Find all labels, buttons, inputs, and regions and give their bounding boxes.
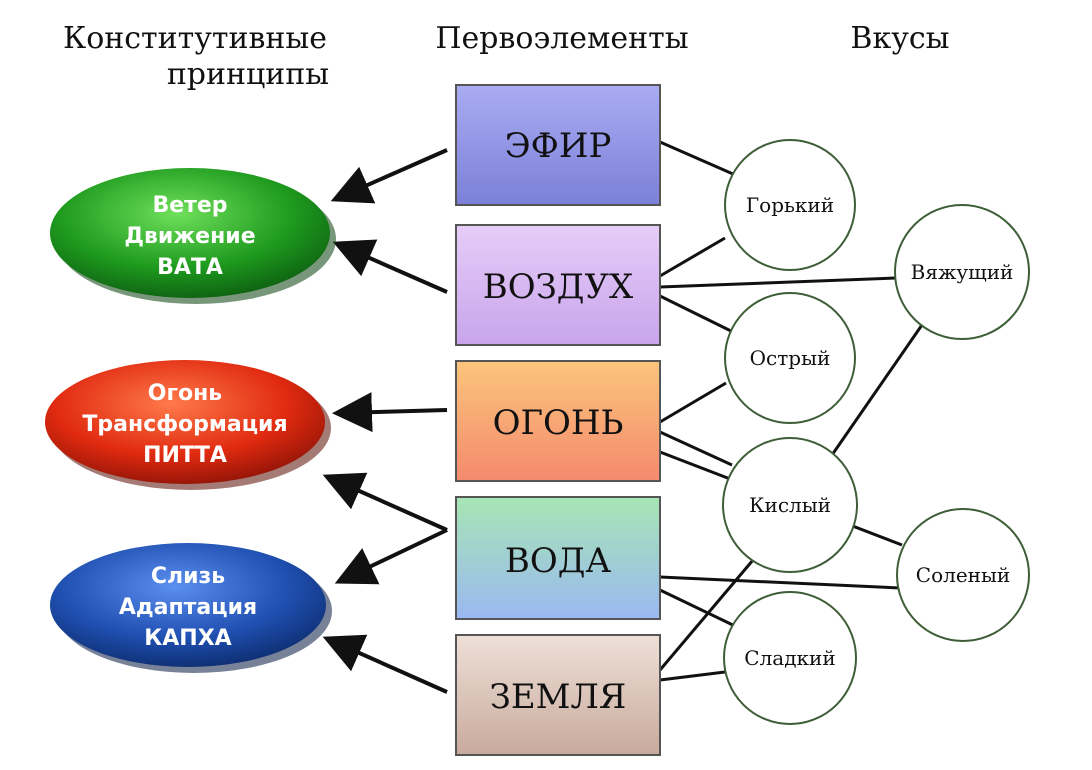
taste-ostryy: Острый [724,292,856,424]
pitta-line1: Огонь [148,381,222,406]
dosha-pitta: Огонь Трансформация ПИТТА [45,360,331,490]
arrow-zemlya-kapha [322,634,448,694]
element-voda: ВОДА [455,496,661,620]
taste-vyazhushchiy-label: Вяжущий [911,260,1014,284]
taste-solenyy: Соленый [896,508,1030,642]
link-ogon-kislyy [659,430,733,467]
link-vozduh-vyazhushchiy [659,276,897,289]
kapha-ellipse [50,543,326,667]
taste-ostryy-label: Острый [750,346,831,370]
arrow-ogon-pitta [332,392,448,433]
element-ogon-label: ОГОНЬ [493,403,624,443]
dosha-kapha: Слизь Адаптация КАПХА [50,543,332,673]
dosha-vata: Ветер Движение ВАТА [50,168,336,304]
vata-line1: Ветер [152,193,227,218]
vata-ellipse [50,168,330,298]
element-efir: ЭФИР [455,84,661,206]
element-vozduh: ВОЗДУХ [455,224,661,346]
kapha-line3: КАПХА [144,626,231,651]
dosha-arrows [322,148,448,694]
element-zemlya-label: ЗЕМЛЯ [490,677,627,717]
element-ogon: ОГОНЬ [455,360,661,482]
pitta-line3: ПИТТА [143,443,227,468]
element-voda-label: ВОДА [505,541,612,581]
link-vozduh-ostryy [659,294,734,334]
element-vozduh-label: ВОЗДУХ [483,267,634,307]
link-efir-gorkiy [659,140,734,176]
taste-kislyy-label: Кислый [749,493,831,517]
header-tastes: Вкусы [850,21,949,56]
vata-line3: ВАТА [157,255,223,280]
link-voda-sladkiy [659,588,738,629]
link-ogon-ostryy [659,381,727,424]
kapha-line2: Адаптация [119,595,257,620]
element-efir-label: ЭФИР [505,126,612,166]
taste-kislyy: Кислый [722,437,858,573]
header-principles-line1: Конститутивные [63,21,327,56]
taste-gorkiy: Горький [724,139,856,271]
taste-gorkiy-label: Горький [746,193,834,217]
vata-line2: Движение [124,224,255,249]
taste-sladkiy-label: Сладкий [744,646,835,670]
arrow-voda-kapha [334,528,448,585]
link-voda-solenyy [659,575,901,590]
arrow-vozduh-vata [332,239,448,294]
taste-solenyy-label: Соленый [916,563,1010,587]
link-vozduh-gorkiy [659,236,726,278]
kapha-line1: Слизь [151,564,225,589]
element-zemlya: ЗЕМЛЯ [455,634,661,756]
link-zemlya-kislyy [658,559,755,671]
arrow-efir-vata [330,148,448,204]
header-elements: Первоэлементы [435,21,688,56]
header-principles-line2: принципы [167,57,329,92]
arrow-voda-pitta [322,472,448,532]
pitta-line2: Трансформация [82,412,287,437]
pitta-ellipse [45,360,325,484]
taste-vyazhushchiy: Вяжущий [894,204,1030,340]
link-kislyy-vyazhushchiy [830,321,926,456]
taste-sladkiy: Сладкий [723,591,857,725]
link-zemlya-sladkiy [659,670,726,682]
